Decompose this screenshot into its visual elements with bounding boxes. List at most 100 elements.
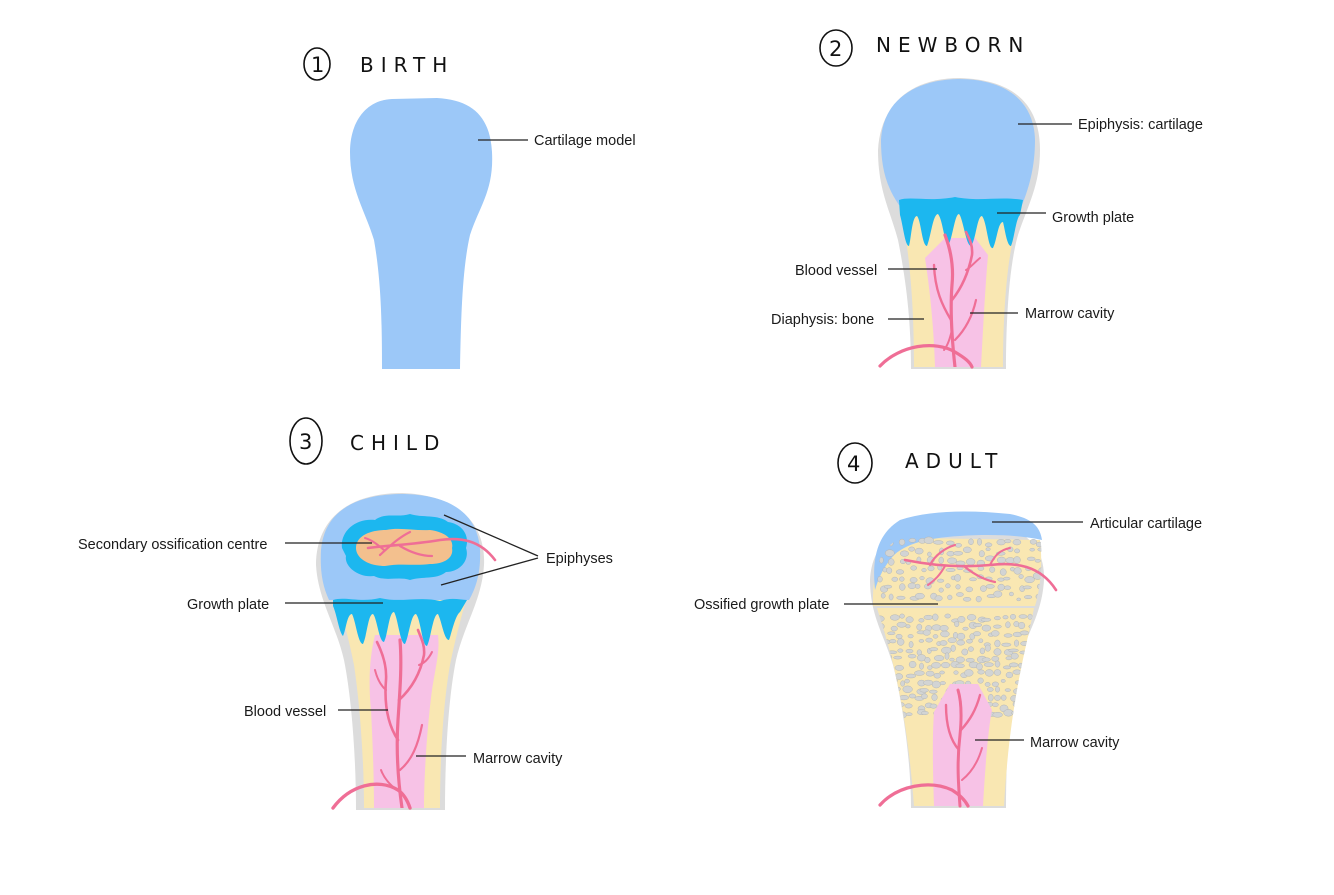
- trabecula: [984, 682, 991, 687]
- trabecula: [907, 582, 917, 589]
- trabecula: [939, 681, 946, 686]
- trabecula: [908, 538, 917, 543]
- trabecula: [947, 637, 957, 643]
- trabecula: [994, 660, 1001, 668]
- vessel-network-adult: [903, 543, 1058, 808]
- trabecula: [925, 637, 933, 643]
- trabecula: [919, 662, 924, 670]
- trabecula: [956, 639, 965, 646]
- trabecula: [893, 655, 903, 660]
- trabecula: [1038, 567, 1042, 574]
- stage-newborn: 2 NEWBORN Epiphysis: cartilage Growth pl…: [771, 29, 1203, 369]
- stage-number-circle-3: [289, 417, 323, 465]
- trabecula: [914, 670, 925, 676]
- trabecula: [1010, 695, 1019, 702]
- trabecula: [895, 569, 905, 575]
- trabecula: [1034, 559, 1041, 563]
- spongy-bone-head: [875, 536, 1042, 603]
- trabecula: [933, 672, 941, 679]
- trabecula: [996, 556, 1007, 564]
- trabecula: [881, 713, 887, 720]
- trabecula: [891, 686, 899, 691]
- trabecula: [955, 663, 965, 669]
- trabecula: [977, 538, 982, 546]
- trabecula: [1013, 567, 1022, 575]
- trabecula: [895, 686, 901, 692]
- trabecula: [938, 587, 944, 593]
- trabecula: [908, 641, 914, 648]
- trabecula: [947, 557, 958, 564]
- trabecula: [937, 578, 945, 583]
- trabecula: [966, 558, 976, 566]
- trabecula: [1027, 613, 1033, 620]
- trabecula: [929, 703, 938, 709]
- leader-epiphyses-lower: [440, 557, 539, 586]
- trabecula: [932, 613, 939, 621]
- trabecula: [965, 657, 975, 663]
- trabecula: [1018, 621, 1026, 630]
- trabecula: [988, 693, 994, 702]
- trabecula: [1004, 539, 1012, 544]
- label-marrow-cavity-newborn: Marrow cavity: [1025, 306, 1115, 322]
- trabecula: [927, 565, 935, 572]
- trabecula: [980, 585, 987, 592]
- trabecula: [962, 546, 972, 553]
- trabecula: [1000, 679, 1006, 683]
- trabecula: [993, 648, 1002, 656]
- trabecula: [983, 662, 994, 667]
- stage-number-circle-4: [837, 442, 873, 484]
- trabecula: [987, 687, 994, 692]
- growth-plate: [333, 598, 467, 646]
- trabecula: [981, 657, 991, 662]
- trabecula: [923, 614, 933, 620]
- trabecula: [1005, 621, 1011, 629]
- trabecula: [923, 536, 934, 544]
- articular-cartilage: [874, 511, 1042, 590]
- cartilage-model-shape: [350, 98, 493, 369]
- trabecula: [944, 652, 950, 660]
- trabecula: [954, 620, 960, 628]
- trabecula: [1014, 639, 1019, 647]
- growth-plate: [899, 197, 1023, 249]
- trabecula: [1027, 671, 1034, 679]
- trabecula: [961, 648, 969, 656]
- trabecula: [1009, 614, 1017, 620]
- trabecula: [1020, 700, 1029, 708]
- trabecula: [929, 689, 938, 694]
- trabecula: [993, 590, 1003, 598]
- trabecula: [1019, 689, 1027, 696]
- trabecula: [931, 693, 938, 701]
- trabecula: [997, 583, 1005, 591]
- trabecula: [933, 655, 945, 662]
- trabecula: [880, 663, 891, 668]
- trabecula: [927, 665, 933, 670]
- trabecula: [891, 576, 899, 582]
- stage-title-newborn: NEWBORN: [876, 33, 1030, 57]
- trabecula: [939, 625, 949, 632]
- trabecula: [955, 560, 966, 566]
- blood-vessel-adult: [878, 783, 970, 808]
- stage-title-child: CHILD: [350, 431, 446, 455]
- trabecula: [940, 630, 950, 638]
- trabecula: [1021, 711, 1030, 719]
- trabecula: [953, 551, 964, 556]
- trabecula: [994, 639, 1001, 648]
- trabecula: [878, 647, 885, 653]
- stage-title-adult: ADULT: [905, 449, 1004, 473]
- trabecula: [909, 577, 918, 583]
- trabecula: [1032, 710, 1034, 718]
- trabecula: [896, 621, 907, 628]
- stage-title-birth: BIRTH: [360, 53, 454, 77]
- trabecula: [907, 654, 917, 659]
- trabecula: [977, 669, 985, 675]
- trabecula: [915, 583, 921, 589]
- marrow-cavity: [932, 684, 992, 806]
- trabecula: [898, 538, 906, 546]
- trabecula: [944, 613, 951, 619]
- trabecula: [1025, 647, 1034, 654]
- trabecula: [956, 592, 964, 597]
- trabecula: [972, 622, 983, 628]
- trabecula: [914, 592, 925, 600]
- trabecula: [992, 702, 999, 707]
- trabecula: [905, 616, 914, 623]
